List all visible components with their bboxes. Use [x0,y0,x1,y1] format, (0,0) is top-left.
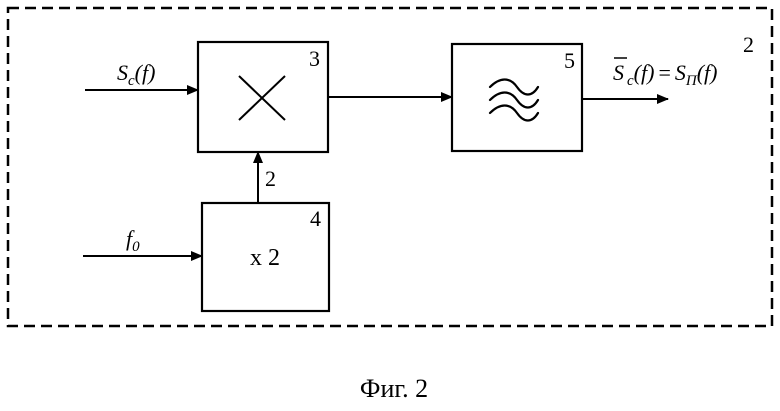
filter-block-number: 5 [564,48,575,73]
unit-frame [8,8,772,326]
doubler-block: x 2 4 [202,203,329,311]
mixer-block-number: 3 [309,46,320,71]
doubler-block-label: x 2 [250,245,280,271]
figure-caption: Фиг. 2 [360,374,428,403]
filter-block: 5 [452,44,582,151]
mixer-block: 3 [198,42,328,152]
unit-frame-number: 2 [743,32,754,57]
doubler-block-number: 4 [310,206,321,231]
output-signal-label: Sc(f)=SП(f) [613,58,717,89]
svg-text:Sc(f)=SП(f): Sc(f)=SП(f) [613,60,717,89]
reference-label: f0 [126,226,140,255]
doubled-link-label: 2 [265,166,276,191]
input-signal-label: Sc(f) [117,60,155,89]
